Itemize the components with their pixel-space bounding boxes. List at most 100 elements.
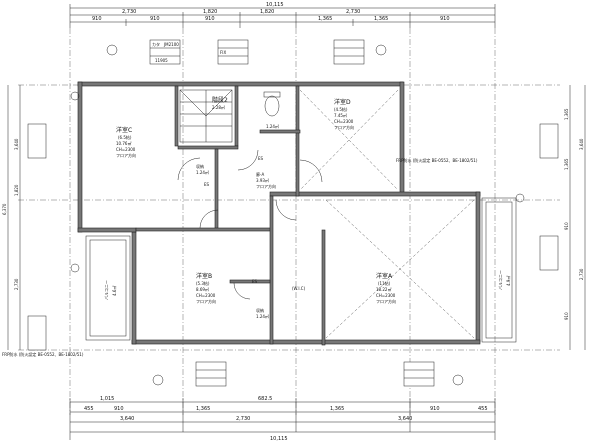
storage1-label: 収納 1.24㎡ [196, 163, 209, 175]
top-sub-4: 1,365 [318, 16, 332, 22]
room-b-floor: フロア方向 [196, 298, 216, 304]
left-dimension-lines: 6,370 3,640 1,820 2,730 [2, 85, 21, 350]
window-tag-bottom-left [195, 361, 227, 387]
top-segment-1: 2,730 [122, 9, 136, 15]
top-sub-3: 910 [205, 16, 215, 22]
bottom-sub-1: 455 [84, 406, 94, 412]
left-dim-3: 2,730 [14, 278, 19, 290]
left-dim-1: 3,640 [14, 138, 19, 150]
room-b-area: 8.69㎡ [196, 286, 209, 292]
room-a-label: 洋室A (11帖) 18.22㎡ CH=2300 フロア方向 [376, 272, 396, 304]
left-total-dimension: 6,370 [2, 203, 7, 215]
room-c-ch: CH=2300 [116, 147, 136, 152]
top-sub-2: 910 [150, 16, 160, 22]
balcony-left-area: 4.6㎡ [111, 286, 117, 296]
hall-label: 階段2 2.28㎡ [212, 96, 228, 110]
es-label-1: ES [204, 182, 210, 187]
fix-window-label: FIX [220, 50, 226, 55]
bottom-total-dimension: 10,115 [270, 436, 288, 442]
room-d-name: 洋室D [334, 98, 351, 106]
room-c-size: (6.5帖) [118, 134, 132, 140]
hall-area: 2.28㎡ [212, 104, 225, 110]
es-label-2: ES [252, 279, 258, 284]
top-segment-3: 1,820 [260, 9, 274, 15]
right-sub-1: 1,365 [564, 108, 569, 120]
balcony-right-area: 4.9㎡ [505, 276, 511, 286]
balcony-left [85, 235, 131, 341]
bottom-mid-2: 682.5 [258, 396, 272, 402]
window-tag-type: カタ [152, 41, 160, 47]
bottom-sub-3: 1,365 [196, 406, 210, 412]
window-tag-code2: 11905 [155, 58, 168, 63]
staircase [179, 89, 233, 143]
window-tag-right [539, 123, 559, 271]
bottom-sub-6: 455 [478, 406, 488, 412]
es-label-3: ES [258, 156, 264, 161]
balcony-left-name: バルコニー [104, 280, 109, 300]
top-segment-2: 1,820 [203, 9, 217, 15]
toilet-area: 1.24㎡ [266, 123, 279, 129]
room-a-ch: CH=2300 [376, 293, 396, 298]
window-tag-top-left: カタ JM2100 11905 [149, 39, 181, 65]
top-segment-4: 2,730 [346, 9, 360, 15]
room-a-area: 18.22㎡ [376, 286, 391, 292]
toilet-fixture [263, 91, 281, 117]
window-tag-code: JM2100 [163, 42, 179, 47]
storage2-name: 収納 [256, 307, 264, 313]
window-tag-top-right [333, 39, 365, 65]
hall-name: 階段2 [212, 96, 228, 104]
room-a-size: (11帖) [378, 280, 391, 286]
room-b-label: 洋室B (5.3帖) 8.69㎡ CH=2300 フロア方向 [196, 272, 216, 304]
corridor-label: 廊-A 3.93㎡ フロア方向 [256, 171, 276, 189]
room-d-floor: フロア方向 [334, 124, 354, 130]
bottom-segment-2: 2,730 [236, 416, 250, 422]
door-swings [177, 149, 323, 300]
right-dimension-lines: 3,640 2,730 1,365 1,365 910 910 [564, 85, 586, 350]
storage2-area: 1.24㎡ [256, 313, 269, 319]
bottom-segment-3: 3,640 [398, 416, 412, 422]
room-c-label: 洋室C (6.5帖) 10.76㎡ CH=2300 フロア方向 [116, 126, 136, 158]
room-d-ch: CH=2300 [334, 119, 354, 124]
window-tag-left [27, 123, 47, 351]
downpipe-markers [70, 44, 525, 386]
right-sub-3: 910 [564, 222, 569, 230]
window-tag-bottom-right [403, 361, 435, 387]
frp-note-left: FRP防水 (防火認定 BE-0552、BE-1802/51) [2, 351, 84, 357]
bottom-segment-1: 3,640 [120, 416, 134, 422]
bottom-dimension-lines: 1,015 682.5 455 910 1,365 1,365 910 455 … [69, 396, 496, 442]
left-dim-2: 1,820 [14, 184, 19, 196]
top-sub-5: 1,365 [374, 16, 388, 22]
top-sub-1: 910 [92, 16, 102, 22]
frp-note-right: FRP防水 (防火認定 BE-0552、BE-1802/51) [396, 157, 478, 163]
room-a-floor: フロア方向 [376, 298, 396, 304]
window-tag-top-center: FIX [217, 39, 249, 65]
room-d-label: 洋室D (4.5帖) 7.45㎡ CH=2300 フロア方向 [334, 98, 354, 130]
toilet-label: 1.24㎡ [266, 123, 279, 129]
balcony-right-label: バルコニー 4.9㎡ [498, 270, 511, 290]
corridor-floor: フロア方向 [256, 183, 276, 189]
room-b-name: 洋室B [196, 272, 212, 280]
storage1-name: 収納 [196, 163, 204, 169]
room-c-name: 洋室C [116, 126, 132, 134]
room-b-ch: CH=2300 [196, 293, 216, 298]
balcony-right-name: バルコニー [498, 270, 503, 290]
top-sub-6: 910 [440, 16, 450, 22]
room-c-floor: フロア方向 [116, 152, 136, 158]
corridor-area: 3.93㎡ [256, 177, 269, 183]
exterior-walls [77, 81, 481, 346]
room-diagonals [299, 89, 475, 339]
room-c-area: 10.76㎡ [116, 140, 131, 146]
right-sub-2: 1,365 [564, 158, 569, 170]
wic-name: (W.I.C) [292, 286, 306, 291]
balcony-right [481, 197, 517, 343]
bottom-mid-1: 1,015 [100, 396, 114, 402]
right-dim-2: 2,730 [579, 268, 584, 280]
balcony-left-label: バルコニー 4.6㎡ [104, 280, 117, 300]
wic-label: (W.I.C) [292, 286, 306, 291]
bottom-sub-5: 910 [430, 406, 440, 412]
top-dimension-lines: 10,115 2,730 1,820 1,820 2,730 910 910 9… [69, 2, 496, 28]
room-d-area: 7.45㎡ [334, 112, 347, 118]
room-d-size: (4.5帖) [334, 106, 348, 112]
room-b-size: (5.3帖) [196, 280, 210, 286]
top-total-dimension: 10,115 [266, 2, 284, 8]
